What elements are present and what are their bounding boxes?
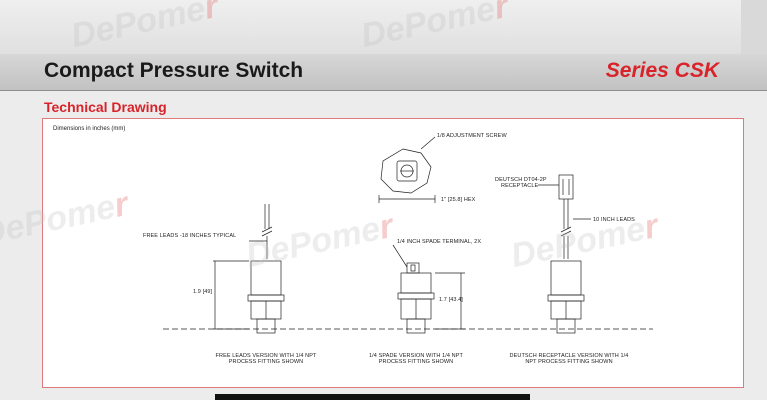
adjustment-screw-label: 1/8 ADJUSTMENT SCREW <box>437 133 507 139</box>
top-band <box>0 0 767 54</box>
deutsch-receptacle-label-1: DEUTSCH DT04-2P <box>495 177 547 183</box>
caption-deutsch: DEUTSCH RECEPTACLE VERSION WITH 1/4 NPT … <box>509 353 629 365</box>
free-leads-version-outline <box>213 204 285 334</box>
technical-drawing-frame: Dimensions in inches (mm) <box>42 118 744 388</box>
spade-terminal-label: 1/4 INCH SPADE TERMINAL, 2X <box>397 239 482 245</box>
spade-version-outline <box>392 244 465 334</box>
height-spade-label: 1.7 [43.4] <box>439 297 463 303</box>
height-free-leads-label: 1.9 [49] <box>193 289 213 295</box>
free-leads-label: FREE LEADS -18 INCHES TYPICAL <box>143 233 237 239</box>
page-title: Compact Pressure Switch <box>44 59 304 82</box>
hex-dimension-label: 1" [25.8] HEX <box>441 197 476 203</box>
dimensions-note: Dimensions in inches (mm) <box>53 126 126 132</box>
deutsch-receptacle-label-2: RECEPTACLE <box>501 183 539 189</box>
section-title: Technical Drawing <box>44 99 167 115</box>
top-view-hex <box>378 136 436 203</box>
series-label: Series CSK <box>605 59 719 82</box>
ten-inch-leads-label: 10 INCH LEADS <box>593 217 635 223</box>
technical-drawing <box>163 136 653 334</box>
caption-spade: 1/4 SPADE VERSION WITH 1/4 NPT PROCESS F… <box>369 353 463 365</box>
bottom-strip <box>215 394 530 400</box>
caption-free-leads: FREE LEADS VERSION WITH 1/4 NPT PROCESS … <box>215 353 317 365</box>
deutsch-version-outline <box>538 174 591 334</box>
decorative-stripe <box>741 0 767 54</box>
header-bar <box>0 54 767 91</box>
